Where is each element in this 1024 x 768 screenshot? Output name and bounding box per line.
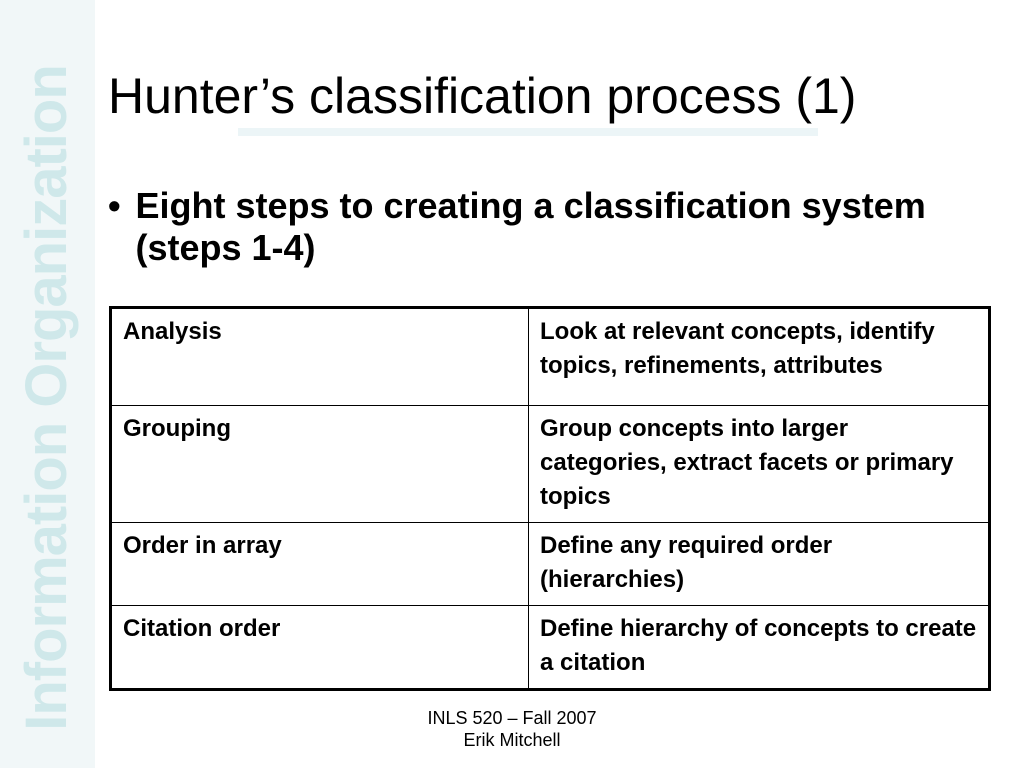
title-underline (238, 128, 818, 136)
step-description-cell: Group concepts into larger categories, e… (528, 405, 990, 523)
step-description-cell: Define any required order (hierarchies) (528, 522, 990, 606)
sidebar-band: Information Organization (0, 0, 95, 768)
table-row: Grouping Group concepts into larger cate… (110, 405, 990, 523)
steps-table: Analysis Look at relevant concepts, iden… (109, 306, 991, 691)
step-name-cell: Order in array (110, 522, 529, 606)
footer-course: INLS 520 – Fall 2007 (427, 708, 597, 728)
step-description-cell: Look at relevant concepts, identify topi… (528, 307, 990, 406)
table-row: Analysis Look at relevant concepts, iden… (110, 307, 990, 406)
slide-title: Hunter’s classification process (1) (108, 68, 857, 124)
slide-footer: INLS 520 – Fall 2007 Erik Mitchell (330, 707, 694, 751)
table-row: Citation order Define hierarchy of conce… (110, 605, 990, 690)
footer-author: Erik Mitchell (463, 730, 561, 750)
step-name-cell: Citation order (110, 605, 529, 690)
bullet-marker: • (108, 185, 121, 226)
step-name-cell: Analysis (110, 307, 529, 406)
step-description-cell: Define hierarchy of concepts to create a… (528, 605, 990, 690)
bullet-item: • Eight steps to creating a classificati… (108, 185, 928, 269)
table-row: Order in array Define any required order… (110, 522, 990, 606)
bullet-text: Eight steps to creating a classification… (135, 185, 926, 268)
step-name-cell: Grouping (110, 405, 529, 523)
sidebar-vertical-text: Information Organization (14, 65, 79, 731)
